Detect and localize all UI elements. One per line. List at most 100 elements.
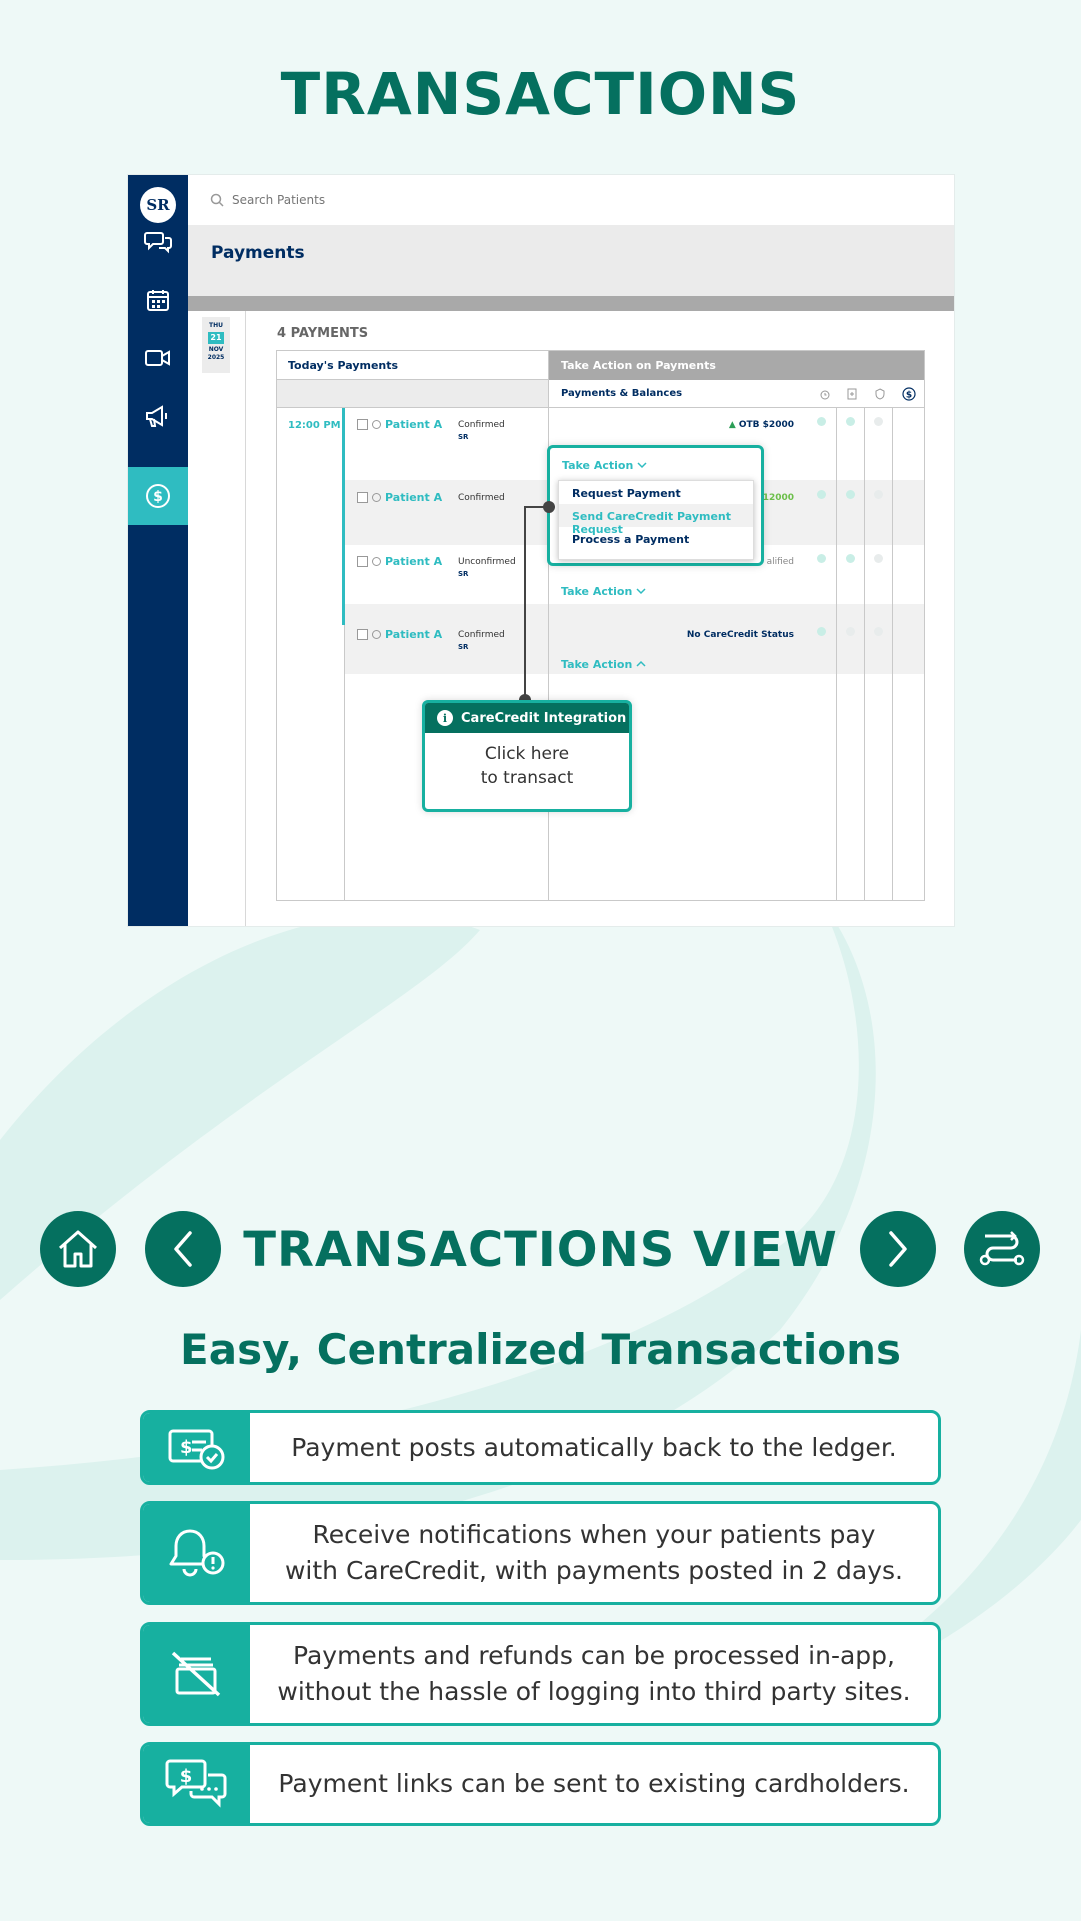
menu-item-request-payment[interactable]: Request Payment [572,487,681,500]
feature-card-notifications: Receive notifications when your patients… [140,1501,941,1605]
feature-text: Payments and refunds can be processed in… [250,1625,938,1723]
home-icon [59,1230,97,1268]
status-text: Unconfirmed [458,557,516,567]
patient-row-1[interactable]: Patient A [357,418,442,431]
callout-title: CareCredit Integration [461,710,627,726]
menu-item-send-carecredit-request[interactable]: Send CareCredit Payment Request [559,504,753,536]
chevron-up-icon [636,660,646,667]
feature-text: Payment links can be sent to existing ca… [250,1745,938,1823]
column-divider [836,408,837,900]
bell-alert-icon [169,1529,224,1577]
feature-card-ledger: $ Payment posts automatically back to th… [140,1410,941,1485]
dollar-chat-icon: $ [165,1759,226,1808]
row-radio[interactable] [372,420,381,429]
status-dot [846,554,855,563]
callout-line-1: Click here [484,744,570,764]
sidebar-item-messages[interactable] [128,213,188,271]
calendar-icon [147,290,169,311]
video-camera-icon [145,350,170,366]
take-action-popup: Take Action Request Payment Send CareCre… [547,445,764,566]
row-checkbox[interactable] [357,492,368,503]
no-wallet-icon [171,1651,220,1697]
row-radio[interactable] [372,630,381,639]
shield-icon [875,388,885,400]
row-checkbox[interactable] [357,419,368,430]
sr-badge: SR [458,570,469,578]
carecredit-status: No CareCredit Status [686,630,794,640]
payments-table: Today's Payments Take Action on Payments… [276,350,925,901]
sr-logo[interactable]: SR [140,187,176,223]
time-slot: 12:00 PM [288,420,341,431]
take-action-dropdown[interactable]: Take Action [561,658,646,671]
dollar-circle-icon: $ [146,484,170,508]
feature-line: Receive notifications when your patients… [312,1520,876,1549]
status-dot [817,490,826,499]
menu-item-process-payment[interactable]: Process a Payment [572,533,690,546]
prev-button[interactable] [145,1211,221,1287]
carecredit-callout[interactable]: i CareCredit Integration Click here to t… [422,700,632,812]
patient-row-4[interactable]: Patient A [357,628,442,641]
column-divider [548,351,549,900]
route-button[interactable] [964,1211,1040,1287]
alarm-icon [820,390,830,400]
status-label: Confirmed [458,493,505,503]
sidebar-item-payments[interactable]: $ [128,467,188,525]
next-button[interactable] [860,1211,936,1287]
svg-text:$: $ [180,1437,193,1458]
search-input[interactable] [232,193,532,207]
status-text: Confirmed [458,630,505,640]
date-badge[interactable]: THU 21 NOV 2025 [202,317,230,373]
svg-text:$: $ [153,489,163,505]
feature-text: Payment posts automatically back to the … [250,1413,938,1482]
sr-badge: SR [458,433,469,441]
sidebar-item-marketing[interactable] [128,387,188,445]
patient-row-3[interactable]: Patient A [357,555,442,568]
sr-badge: SR [458,643,469,651]
otb-info: ▲ OTB $2000 [728,420,794,430]
status-dot [817,554,826,563]
take-action-label: Take Action [561,585,633,598]
feature-text: Receive notifications when your patients… [250,1504,938,1602]
info-icon: i [437,710,453,726]
sub-header-left [277,380,548,408]
connector-dot [543,501,555,513]
row-checkbox[interactable] [357,556,368,567]
date-number: 21 [208,332,224,344]
chevron-right-icon [889,1231,907,1267]
take-action-dropdown-open[interactable]: Take Action [562,459,647,472]
row-radio[interactable] [372,557,381,566]
otb-text: OTB $2000 [738,420,794,430]
patient-name[interactable]: Patient A [385,555,443,568]
megaphone-icon [146,405,167,427]
patient-row-2[interactable]: Patient A [357,491,442,504]
payments-balances-label: Payments & Balances [561,388,683,399]
feature-card-in-app: Payments and refunds can be processed in… [140,1622,941,1726]
date-column: THU 21 NOV 2025 [188,311,246,926]
take-action-dropdown[interactable]: Take Action [561,585,646,598]
sidebar-item-video[interactable] [128,329,188,387]
sidebar-item-calendar[interactable] [128,271,188,329]
app-screenshot: SR $ Payments THU 21 NOV 2025 4 PAYMENTS [128,175,954,926]
row-background [344,604,924,674]
status-dot [874,417,883,426]
status-dot [846,627,855,636]
row-radio[interactable] [372,493,381,502]
patient-name[interactable]: Patient A [385,491,443,504]
patient-name[interactable]: Patient A [385,418,443,431]
feature-line: without the hassle of logging into third… [277,1677,911,1706]
patient-name[interactable]: Patient A [385,628,443,641]
column-divider [864,408,865,900]
row-checkbox[interactable] [357,629,368,640]
feature-icon-box: $ [143,1413,250,1482]
home-button[interactable] [40,1211,116,1287]
feature-line: Payment posts automatically back to the … [291,1432,897,1462]
payments-header: Payments [188,225,954,296]
column-divider [892,408,893,900]
feature-card-payment-links: $ Payment links can be sent to existing … [140,1742,941,1826]
svg-text:$: $ [179,1766,192,1787]
chevron-left-icon [174,1231,192,1267]
status-dot [846,417,855,426]
balance-info: 12000 [762,493,794,503]
route-icon [979,1231,1025,1266]
callout-header: i CareCredit Integration [425,703,629,733]
